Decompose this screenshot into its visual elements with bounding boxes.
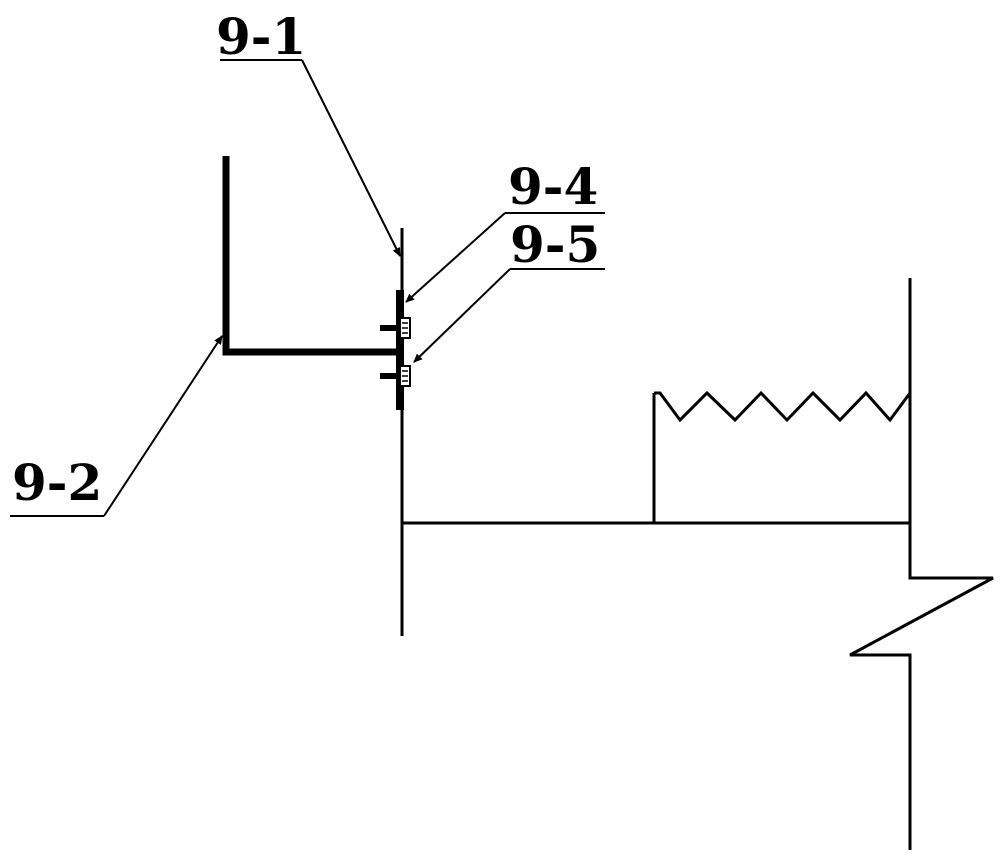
label-9-1: 9-1 [216,7,306,66]
l-bracket [222,156,400,356]
leader-arrow-9-4 [405,212,506,303]
label-9-2: 9-2 [12,453,102,512]
label-9-5: 9-5 [510,215,600,274]
leader-arrow-9-2 [103,335,223,517]
bolt-lower [380,365,411,387]
right-column-break [849,278,994,850]
bolt-upper [380,317,411,339]
leader-arrow-9-1 [301,59,401,257]
leader-arrow-9-5 [413,268,511,363]
label-9-4: 9-4 [508,157,598,216]
zigzag-break-top [654,390,912,423]
